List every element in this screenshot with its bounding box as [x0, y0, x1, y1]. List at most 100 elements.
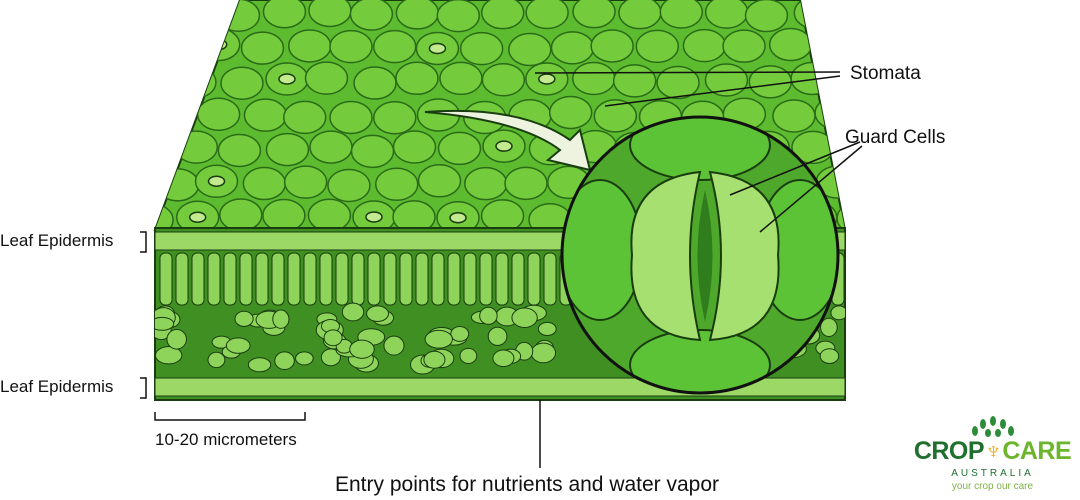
- spongy-cell: [511, 307, 538, 328]
- epidermal-cell: [173, 65, 217, 99]
- epidermal-cell: [459, 31, 504, 66]
- epidermal-cell: [349, 0, 394, 31]
- stoma: [428, 42, 447, 55]
- epidermal-cell: [220, 66, 264, 100]
- epidermal-cell: [217, 133, 262, 168]
- palisade-cell: [479, 252, 493, 306]
- epidermal-cell: [480, 199, 525, 230]
- spongy-cell: [341, 302, 365, 322]
- spongy-cell: [423, 350, 446, 369]
- spongy-cell: [323, 329, 343, 347]
- spongy-cell: [383, 335, 405, 356]
- epidermal-cell: [618, 0, 662, 30]
- spongy-cell: [274, 351, 295, 371]
- spongy-cell: [247, 357, 272, 373]
- epidermal-cell: [548, 95, 593, 130]
- spongy-cell: [479, 306, 498, 325]
- palisade-cell: [543, 252, 557, 306]
- stoma: [495, 140, 513, 152]
- leader-lines: [140, 71, 863, 468]
- palisade-cell: [367, 252, 381, 306]
- stoma: [155, 143, 165, 155]
- spongy-cell: [207, 351, 226, 369]
- logo-crop: CROP: [913, 437, 985, 465]
- epidermal-cell: [308, 0, 352, 28]
- guard-cell-left: [630, 170, 702, 342]
- palisade-cell: [271, 252, 285, 306]
- stoma: [538, 73, 556, 85]
- epidermal-cell: [464, 166, 508, 201]
- epidermal-cell: [287, 29, 332, 63]
- epidermal-cell: [395, 61, 439, 96]
- epidermal-cell: [525, 0, 569, 30]
- epidermal-cell: [155, 168, 200, 202]
- spongy-cell: [492, 349, 515, 368]
- palisade-cell: [175, 252, 189, 306]
- palisade-cell: [159, 252, 173, 306]
- label-epidermis-bottom: Leaf Epidermis: [0, 377, 114, 396]
- epidermal-cell: [174, 130, 219, 164]
- epidermal-cell: [571, 61, 616, 96]
- epidermal-cell: [793, 0, 838, 30]
- epidermal-cell: [283, 165, 328, 199]
- epidermal-cell: [242, 166, 287, 201]
- palisade-cell: [223, 252, 237, 306]
- stomatal-pore: [697, 190, 713, 322]
- epidermal-cell: [307, 198, 352, 230]
- palisade-cell: [431, 252, 445, 306]
- epidermal-cell: [504, 166, 548, 201]
- epidermal-cell: [744, 0, 789, 33]
- epidermal-cell: [856, 164, 898, 196]
- spongy-cell: [537, 321, 557, 336]
- epidermal-cell: [262, 0, 307, 29]
- epidermal-cell: [329, 29, 373, 64]
- spongy-cell: [459, 347, 478, 365]
- palisade-cell: [335, 252, 349, 306]
- epidermal-cell: [327, 168, 371, 203]
- logo-care: CARE: [1002, 437, 1072, 465]
- epidermal-cell: [704, 0, 749, 29]
- stoma: [188, 211, 207, 223]
- spongy-cell: [819, 348, 840, 364]
- epidermal-cell: [374, 167, 419, 201]
- epidermal-cell: [572, 0, 616, 29]
- spongy-cell: [166, 328, 187, 350]
- spongy-cell: [830, 305, 845, 321]
- epidermal-cell: [282, 100, 327, 135]
- spongy-cell: [155, 346, 183, 365]
- epidermal-cell: [436, 0, 481, 33]
- epidermal-cell: [439, 61, 483, 96]
- epidermal-cell: [329, 100, 373, 135]
- epidermal-cell: [682, 28, 727, 63]
- spongy-cell: [424, 329, 453, 349]
- epidermal-cell: [768, 27, 813, 62]
- epidermal-cell: [858, 29, 900, 61]
- epidermal-cell: [748, 65, 793, 99]
- spongy-cell: [155, 316, 175, 331]
- epidermal-cell: [155, 62, 178, 97]
- spongy-cell: [272, 309, 290, 329]
- stoma: [449, 211, 467, 224]
- epidermal-cell: [437, 131, 482, 166]
- logo-subtitle: AUSTRALIA: [951, 468, 1034, 479]
- spongy-cell: [487, 326, 508, 346]
- palisade-cell: [527, 252, 541, 306]
- palisade-cell: [383, 252, 397, 306]
- epidermal-cell: [417, 164, 462, 198]
- epidermal-cell: [656, 65, 700, 100]
- stoma: [850, 213, 866, 223]
- palisade-cell: [255, 252, 269, 306]
- epidermal-cell: [155, 132, 178, 166]
- epidermal-cell: [372, 29, 417, 64]
- epidermal-cell: [219, 198, 263, 230]
- guard-cell-right: [708, 170, 780, 342]
- epidermal-cell: [155, 0, 175, 31]
- spongy-cell: [530, 342, 557, 364]
- epidermal-cell: [243, 98, 288, 132]
- spongy-cell: [320, 348, 341, 367]
- epidermal-cell: [481, 63, 526, 97]
- spongy-cell: [450, 325, 470, 342]
- palisade-cell: [303, 252, 317, 306]
- epidermal-cell: [590, 29, 634, 63]
